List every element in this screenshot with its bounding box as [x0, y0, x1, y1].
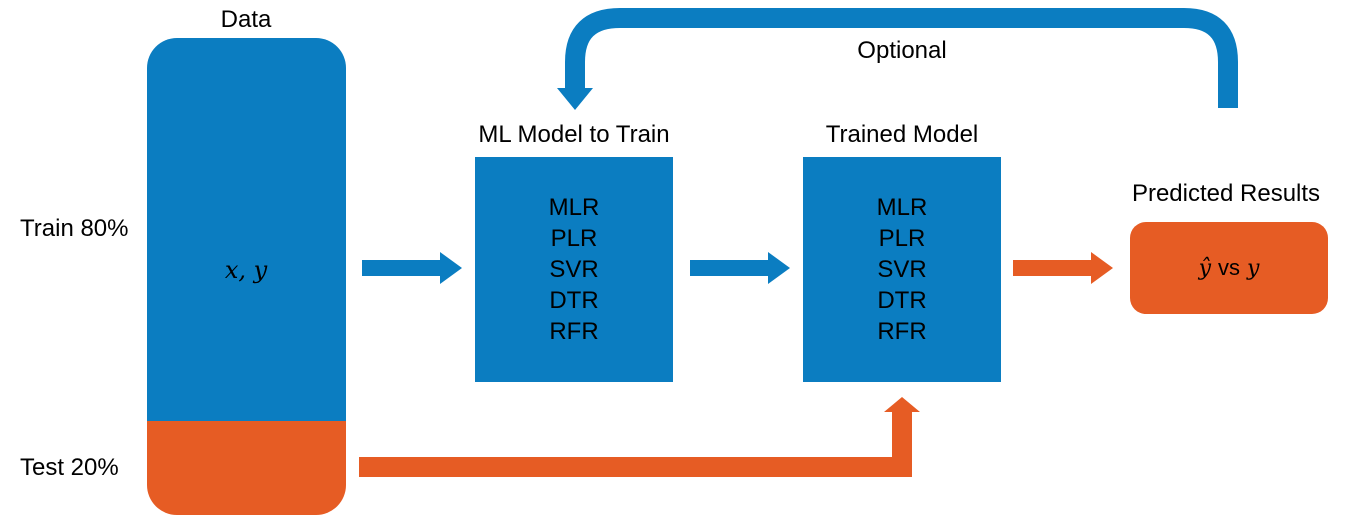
test-percent-label: Test 20% [20, 454, 119, 481]
trained-to-result-arrow-shaft [1013, 260, 1091, 276]
optional-label: Optional [857, 37, 947, 64]
model-to-train-title: ML Model to Train [478, 121, 670, 148]
trained-model-item: DTR [877, 287, 927, 314]
train-split [147, 38, 346, 421]
trained-to-result-arrowhead [1091, 252, 1113, 284]
predicted-results-title: Predicted Results [1131, 180, 1321, 207]
xy-variables: x, y [224, 256, 268, 284]
model-to-trained-arrowhead [768, 252, 790, 284]
train-percent-label: Train 80% [20, 215, 129, 242]
vs-text: vs [1218, 255, 1240, 280]
trained-model-item: RFR [877, 318, 927, 345]
model-to-trained-arrow-shaft [690, 260, 768, 276]
predicted-results-box: ŷ vs y [1130, 222, 1328, 314]
trained-model-item: PLR [878, 225, 926, 252]
optional-feedback-arrow [565, 8, 1238, 108]
y-hat-symbol: ŷ [1198, 255, 1211, 281]
data-to-model-arrow-shaft [362, 260, 440, 276]
data-column [147, 38, 346, 515]
trained-model-title: Trained Model [825, 121, 979, 148]
trained-model-box: MLR PLR SVR DTR RFR [803, 157, 1001, 382]
data-title: Data [220, 6, 272, 33]
model-item: DTR [549, 287, 599, 314]
trained-model-item: MLR [876, 194, 928, 221]
model-item: SVR [549, 256, 599, 283]
test-to-trained-arrow [359, 397, 920, 477]
y-symbol: y [1247, 255, 1260, 281]
test-split [147, 421, 346, 515]
model-item: RFR [549, 318, 599, 345]
data-to-model-arrowhead [440, 252, 462, 284]
model-item: PLR [550, 225, 598, 252]
model-item: MLR [548, 194, 600, 221]
model-to-train-box: MLR PLR SVR DTR RFR [475, 157, 673, 382]
optional-feedback-arrowhead [557, 88, 593, 110]
trained-model-item: SVR [877, 256, 927, 283]
